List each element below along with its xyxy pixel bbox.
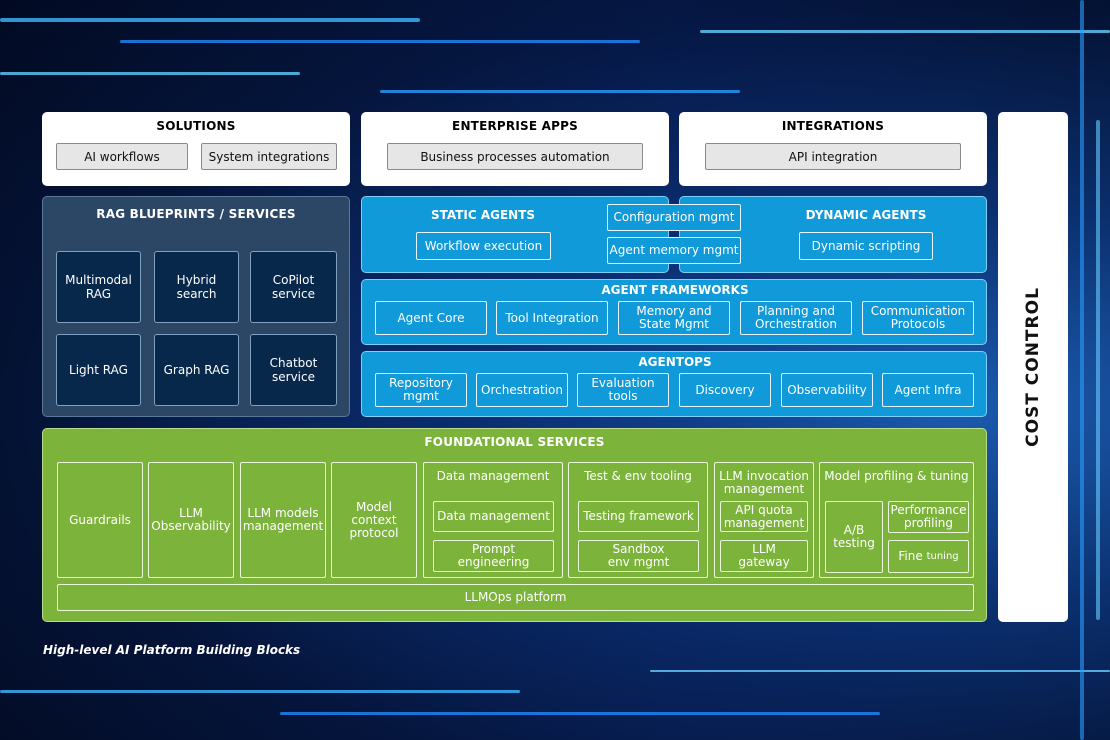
rag-title: RAG BLUEPRINTS / SERVICES [96,207,296,221]
chatbot-service-box: Chatbot service [250,334,337,406]
llm-invocation-group-title: LLM invocation management [719,469,809,496]
caption: High-level AI Platform Building Blocks [43,643,301,657]
solutions-title: SOLUTIONS [156,119,236,133]
sandbox-env-box: Sandbox env mgmt [578,540,699,572]
enterprise-apps-panel: ENTERPRISE APPS Business processes autom… [361,112,669,186]
integrations-panel: INTEGRATIONS API integration [679,112,987,186]
light-rag-box: Light RAG [56,334,141,406]
api-quota-box: API quota management [720,501,808,532]
llm-gateway-box: LLM gateway [720,540,808,572]
fine-label: Fine [898,549,923,563]
llm-invocation-group: LLM invocation management API quota mana… [714,462,814,578]
agent-frameworks-panel: AGENT FRAMEWORKS Agent Core Tool Integra… [361,279,987,345]
graph-rag-box: Graph RAG [154,334,239,406]
agent-infra-box: Agent Infra [882,373,974,407]
agent-frameworks-title: AGENT FRAMEWORKS [601,283,749,297]
tuning-label: tuning [926,551,959,562]
llm-models-management-box: LLM models management [240,462,326,578]
data-management-box: Data management [433,501,554,532]
enterprise-apps-title: ENTERPRISE APPS [452,119,578,133]
performance-profiling-box: Performance profiling [888,501,969,533]
foundational-panel: FOUNDATIONAL SERVICES Guardrails LLM Obs… [42,428,987,622]
data-management-group: Data management Data management Prompt e… [423,462,563,578]
communication-protocols-box: Communication Protocols [862,301,974,335]
observability-box: Observability [781,373,873,407]
ab-testing-box: A/B testing [825,501,883,573]
llm-observability-box: LLM Observability [148,462,234,578]
agent-memory-mgmt-box: Agent memory mgmt [607,237,741,264]
cost-control-label: COST CONTROL [1023,287,1043,447]
repository-mgmt-box: Repository mgmt [375,373,467,407]
business-processes-box: Business processes automation [387,143,643,170]
testing-framework-box: Testing framework [578,501,699,532]
evaluation-tools-box: Evaluation tools [577,373,669,407]
dynamic-agents-title: DYNAMIC AGENTS [805,208,927,222]
rag-panel: RAG BLUEPRINTS / SERVICES Multimodal RAG… [42,196,350,417]
copilot-service-box: CoPilot service [250,251,337,323]
system-integrations-box: System integrations [201,143,337,170]
solutions-panel: SOLUTIONS AI workflows System integratio… [42,112,350,186]
prompt-engineering-box: Prompt engineering [433,540,554,572]
dynamic-scripting-box: Dynamic scripting [799,232,933,260]
fine-tuning-box: Fine tuning [888,540,969,573]
api-integration-box: API integration [705,143,961,170]
llmops-platform-box: LLMOps platform [57,584,974,611]
orchestration-box: Orchestration [476,373,568,407]
cost-control-panel: COST CONTROL [998,112,1068,622]
hybrid-search-box: Hybrid search [154,251,239,323]
model-profiling-group-title: Model profiling & tuning [824,469,969,483]
discovery-box: Discovery [679,373,771,407]
integrations-title: INTEGRATIONS [781,119,885,133]
tool-integration-box: Tool Integration [496,301,608,335]
configuration-mgmt-box: Configuration mgmt [607,204,741,231]
workflow-execution-box: Workflow execution [416,232,551,260]
ai-workflows-box: AI workflows [56,143,188,170]
guardrails-box: Guardrails [57,462,143,578]
multimodal-rag-box: Multimodal RAG [56,251,141,323]
test-env-group-title: Test & env tooling [584,469,692,483]
agentops-title: AGENTOPS [638,355,712,369]
model-profiling-group: Model profiling & tuning A/B testing Per… [819,462,974,578]
model-context-protocol-box: Model context protocol [331,462,417,578]
data-management-group-title: Data management [436,469,550,483]
memory-state-box: Memory and State Mgmt [618,301,730,335]
foundational-title: FOUNDATIONAL SERVICES [424,435,605,449]
static-agents-title: STATIC AGENTS [430,208,536,222]
test-env-group: Test & env tooling Testing framework San… [568,462,708,578]
agentops-panel: AGENTOPS Repository mgmt Orchestration E… [361,351,987,417]
planning-orchestration-box: Planning and Orchestration [740,301,852,335]
agent-core-box: Agent Core [375,301,487,335]
